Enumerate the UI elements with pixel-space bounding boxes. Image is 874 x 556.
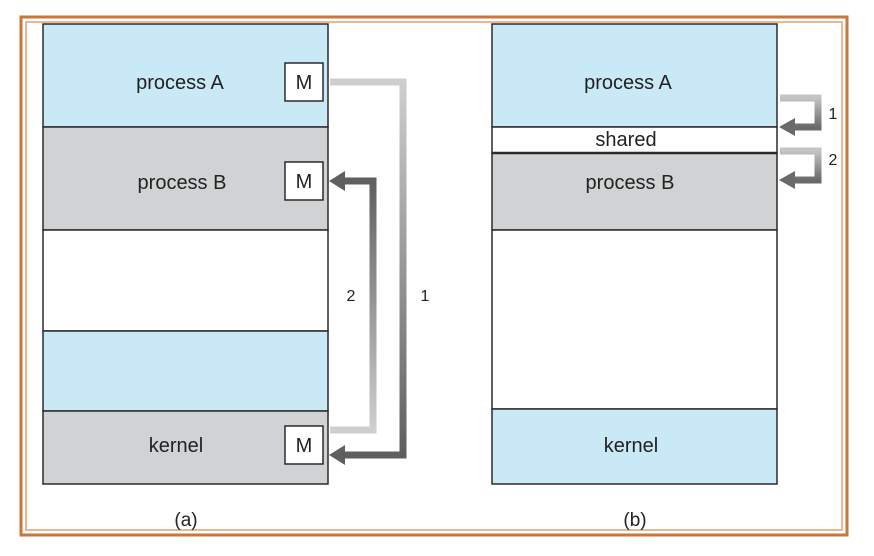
a-arrow-2-label: 2: [347, 288, 356, 305]
a-arrow-1-head: [329, 445, 345, 465]
b-arrow-1: [780, 94, 822, 131]
b-process-a-label: process A: [584, 72, 672, 94]
b-process-b-region: [491, 152, 778, 231]
a-message-box-a-label: M: [296, 72, 313, 94]
b-arrow-1-label: 1: [829, 106, 838, 123]
b-shared-label: shared: [595, 129, 656, 151]
b-caption: (b): [623, 510, 646, 531]
b-arrow-1-head: [779, 118, 795, 136]
a-free-region: [42, 229, 329, 332]
a-kernel-region: [42, 410, 329, 485]
a-process-b-label: process B: [138, 172, 227, 194]
a-caption: (a): [174, 510, 197, 531]
a-arrow-1-label: 1: [421, 288, 430, 305]
a-blue-region: [42, 330, 329, 412]
b-arrow-2-label: 2: [829, 152, 838, 169]
a-message-box-b-label: M: [296, 171, 313, 193]
a-process-a-region: [42, 23, 329, 128]
b-kernel-region: [491, 408, 778, 485]
diagram-b: process A shared process B kernel 1 2 (b…: [491, 23, 838, 531]
b-free-region: [491, 229, 778, 410]
frame-inner-border: [25, 21, 843, 531]
b-arrow-2: [780, 147, 822, 184]
a-arrow-2: [330, 177, 377, 434]
b-process-a-region: [491, 23, 778, 128]
a-message-box-kernel-label: M: [296, 435, 313, 457]
b-process-b-label: process B: [586, 172, 675, 194]
b-arrow-2-head: [779, 171, 795, 189]
b-kernel-label: kernel: [604, 435, 658, 457]
a-message-box-a: [284, 62, 324, 102]
a-message-box-kernel: [284, 425, 324, 465]
frame-outer-border: [19, 15, 849, 537]
a-arrow-2-head: [329, 171, 345, 191]
a-arrow-1: [330, 78, 407, 459]
b-shared-region: [491, 126, 778, 154]
a-process-a-label: process A: [136, 72, 224, 94]
diagram-a: process A process B kernel M M M 2 1 (a): [42, 23, 430, 531]
a-kernel-label: kernel: [149, 435, 203, 457]
a-message-box-b: [284, 161, 324, 201]
